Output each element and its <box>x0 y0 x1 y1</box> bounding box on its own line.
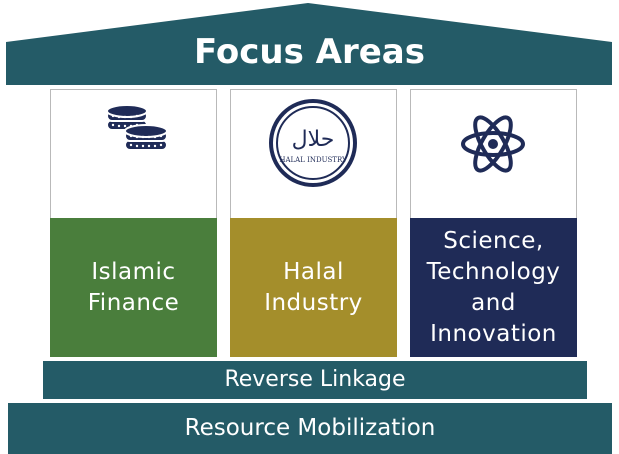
pillar-halal-industry: حلال HALAL INDUSTRY Halal Industry <box>230 89 397 357</box>
page-title: Focus Areas <box>194 32 425 72</box>
pillar-islamic-finance: Islamic Finance <box>50 89 217 357</box>
pillar-icon-panel: حلال HALAL INDUSTRY <box>230 89 397 218</box>
pillar-label: Halal Industry <box>264 258 363 316</box>
pillar-icon-panel <box>50 89 217 218</box>
pillar-label: Science, Technology and Innovation <box>426 227 561 347</box>
coins-icon <box>106 104 168 151</box>
seal-arabic-text: حلال <box>292 127 335 152</box>
pillar-label-panel: Science, Technology and Innovation <box>410 218 577 357</box>
pillar-label-panel: Halal Industry <box>230 218 397 357</box>
pillar-sti: Science, Technology and Innovation <box>410 89 577 357</box>
reverse-linkage-band: Reverse Linkage <box>43 361 587 399</box>
pillar-label-panel: Islamic Finance <box>50 218 217 357</box>
pillar-label: Islamic Finance <box>87 258 180 316</box>
halal-seal-icon: حلال HALAL INDUSTRY <box>269 99 357 187</box>
atom-icon <box>461 115 525 173</box>
pillar-icon-panel <box>410 89 577 218</box>
roof <box>6 3 612 85</box>
resource-mobilization-band: Resource Mobilization <box>8 403 612 454</box>
seal-caption-text: HALAL INDUSTRY <box>279 156 347 164</box>
